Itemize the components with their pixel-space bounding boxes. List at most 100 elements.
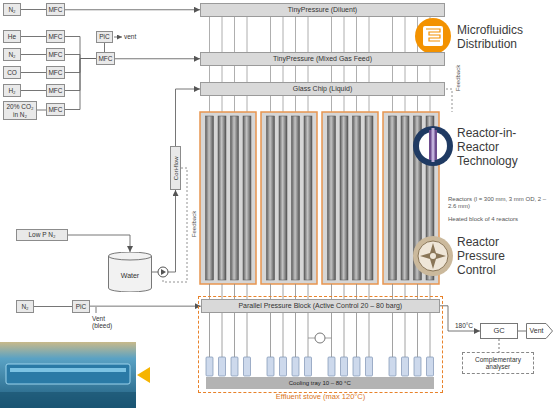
gas-source: He [3, 30, 21, 43]
collection-vial [402, 357, 409, 376]
cooling-tray: Cooling tray 10 – 80 °C [206, 377, 434, 389]
distribution-bar: TinyPressure (Diluent) [200, 3, 445, 17]
collection-vial [244, 357, 251, 376]
pressure-block: Parallel Pressure Block (Active Control … [201, 299, 440, 313]
pump-symbol [158, 267, 168, 277]
node-label: H₂ [8, 87, 15, 94]
effluent-line [369, 313, 370, 357]
reactor-tube [328, 116, 336, 280]
pressure-controller: PiC [72, 300, 90, 313]
photo-detail [0, 392, 136, 408]
flow-line [65, 9, 200, 10]
node-label: N₂ [8, 51, 15, 58]
effluent-line [247, 313, 248, 357]
flow-line [176, 89, 201, 146]
node-label: TinyPressure (Diluent) [288, 6, 357, 14]
collection-vial [366, 357, 373, 376]
water-vessel: Water [108, 252, 152, 292]
flow-line [65, 59, 96, 91]
microfluidics-icon [423, 26, 443, 46]
pointer-triangle [137, 367, 150, 383]
effluent-line [417, 313, 418, 357]
flow-line [440, 306, 480, 331]
effluent-line [405, 313, 406, 357]
water-vessel-outline [109, 252, 152, 292]
reactor-tube [279, 116, 287, 280]
effluent-line [331, 313, 332, 357]
reactor-tube [401, 116, 409, 280]
dimension-note: Reactors (l = 300 mm, 3 mm OD, 2 – 2.6 m… [448, 196, 552, 210]
bleed-line [96, 307, 97, 313]
vent-label: Vent (bleed) [92, 315, 118, 330]
flow-line [21, 90, 46, 91]
water-vessel-outline [108, 252, 152, 292]
node-label: MFC [48, 69, 62, 76]
feature-label: Microfluidics Distribution [457, 24, 553, 52]
reactor-tube [218, 116, 226, 280]
reactor-tube [206, 116, 214, 280]
mfc-box: MFC [46, 48, 65, 61]
collection-vial [328, 357, 335, 376]
node-label: MFC [48, 106, 62, 113]
gc-box: GC [480, 323, 518, 339]
water-vessel-outline [109, 256, 152, 260]
block-note: Heated block of 4 reactors [448, 216, 552, 223]
node-label: CO [7, 69, 17, 76]
gas-source: CO [3, 66, 21, 79]
flow-line [499, 339, 500, 352]
photo-detail [6, 364, 130, 384]
collection-vial [280, 357, 287, 376]
photo-detail [10, 368, 126, 372]
node-label: MFC [48, 87, 62, 94]
node-label: Cori-flow [172, 156, 179, 180]
collection-vial [231, 357, 238, 376]
reactor-tube [365, 116, 373, 280]
effluent-line [308, 313, 309, 357]
effluent-line [234, 313, 235, 357]
effluent-line [209, 313, 210, 357]
reactor-tube [267, 116, 275, 280]
node-label: MFC [48, 6, 62, 13]
effluent-line [430, 313, 431, 357]
flow-line [518, 331, 526, 332]
node-label: MFC [48, 33, 62, 40]
flow-line [34, 306, 72, 307]
mfc-box: MFC [46, 66, 65, 79]
node-label: MFC [48, 51, 62, 58]
effluent-line [344, 313, 345, 357]
feedback-label: Feedback [455, 65, 462, 91]
node-label: TinyPressure (Mixed Gas Feed) [273, 55, 372, 63]
vent-label: vent [124, 33, 136, 40]
mfc-box: MFC [46, 103, 65, 116]
reactor-tube [231, 116, 239, 280]
flow-line [65, 59, 96, 110]
node-label: Parallel Pressure Block (Active Control … [238, 302, 402, 310]
collection-vial [353, 357, 360, 376]
node-label: MFC [98, 55, 112, 62]
node-label: PiC [76, 303, 86, 310]
node-label: Complementary analyser [465, 356, 531, 370]
node-label: 20% CO₂ in N₂ [5, 103, 35, 117]
vent-line [114, 37, 122, 38]
collection-vial [292, 357, 299, 376]
flow-line [65, 59, 96, 73]
node-label: Low P N₂ [29, 231, 56, 238]
feedback-line [446, 89, 452, 112]
flow-line [21, 72, 46, 73]
reactor-icon [432, 128, 435, 162]
analyser-box: Complementary analyser [462, 352, 534, 374]
node-label: N₂ [8, 6, 15, 13]
feature-label: Reactor-in-Reactor Technology [457, 127, 553, 168]
flow-line [65, 37, 96, 59]
flow-line [21, 9, 46, 10]
vent-arrow: Vent [526, 323, 553, 339]
vent-arrow-outline [527, 324, 553, 339]
heated-block [261, 112, 317, 284]
heated-block [322, 112, 378, 284]
mfc-box: MFC [96, 52, 115, 65]
collection-vial [267, 357, 274, 376]
reactor-tube [292, 116, 300, 280]
effluent-line [283, 313, 284, 357]
